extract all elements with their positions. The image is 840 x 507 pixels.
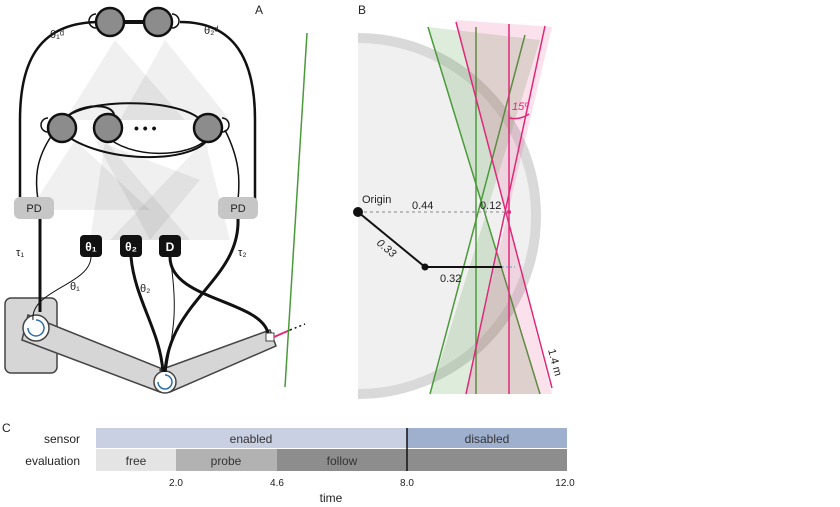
link-033: [357, 211, 426, 268]
sensor-boxes: θ₁ θ₂ D: [80, 235, 181, 257]
tick-4-6: 4.6: [270, 478, 284, 489]
theta2-desired-label: θ₂ᵈ: [204, 25, 219, 37]
tick-8-0: 8.0: [400, 478, 414, 489]
eval-after-bar: [407, 449, 567, 471]
tick-12-0: 12.0: [555, 478, 575, 489]
wire-left-inner: [35, 134, 53, 201]
arm-lower-link: [158, 329, 277, 393]
angle-arc: [508, 113, 530, 120]
panel-b-label: B: [358, 3, 366, 17]
tau2-label: τ₂: [238, 247, 247, 259]
pd-left-box: [14, 197, 54, 219]
neuron-chain-2: [92, 112, 124, 144]
sensor-theta1-label: θ₁: [85, 240, 96, 254]
sensor-enabled-bar: [96, 428, 407, 448]
eval-follow-label: follow: [327, 454, 358, 468]
eval-probe-label: probe: [211, 454, 242, 468]
wire-right-inner: [224, 129, 240, 201]
row-label-evaluation: evaluation: [25, 454, 80, 468]
sensor-theta1-box: [80, 235, 102, 257]
eval-follow-bar: [277, 449, 407, 471]
neuron-top-right: [142, 6, 174, 38]
neuron-ellipsis: • • •: [134, 120, 157, 136]
tick-2-0: 2.0: [169, 478, 183, 489]
panel-a: A θ₁ᵈ θ₂ᵈ: [4, 3, 308, 394]
pd-right-label: PD: [230, 203, 245, 215]
elbow-point: [421, 263, 429, 271]
connection-fans: [30, 40, 230, 240]
neuron-chain-1: [46, 112, 78, 144]
arm-theta2-label: θ₂: [140, 283, 150, 295]
panel-c-label: C: [2, 421, 11, 435]
sensor-disabled-bar: [407, 428, 567, 448]
tau1-label: τ₁: [16, 247, 24, 259]
distance-044: 0.44: [412, 200, 433, 212]
eval-free-label: free: [126, 454, 147, 468]
sensor-enabled-label: enabled: [230, 432, 273, 446]
sensor-theta2-label: θ₂: [125, 240, 137, 254]
neuron-chain-n: [192, 112, 224, 144]
neuron-top-left: [94, 6, 126, 38]
workspace-disc: [358, 38, 536, 394]
row-label-sensor: sensor: [44, 432, 80, 446]
time-axis-label: time: [320, 491, 343, 505]
end-effector: [265, 332, 275, 342]
origin-point: [353, 207, 363, 217]
panel-a-label: A: [255, 3, 263, 17]
sensor-disabled-label: disabled: [465, 432, 510, 446]
origin-label: Origin: [362, 194, 391, 206]
shoulder-joint: [22, 314, 50, 342]
angle-label: 15º: [512, 101, 529, 113]
eval-free-bar: [96, 449, 176, 471]
distance-032: 0.32: [440, 273, 461, 285]
robot-arm: [4, 297, 306, 394]
trajectory-line: [284, 32, 308, 388]
neuron-chain: • • •: [40, 102, 230, 159]
theta1-desired-label: θ₁ᵈ: [50, 29, 64, 41]
distance-012: 0.12: [480, 200, 501, 212]
pd-right-box: [218, 197, 258, 219]
eval-probe-bar: [176, 449, 277, 471]
sensor-theta2-box: [120, 235, 142, 257]
arm-theta1-label: θ₁: [70, 281, 80, 293]
sensor-d-box: [159, 235, 181, 257]
panel-b: B 15º Origin 0.44 0.12 0.33 0.32 1.4 m: [353, 3, 564, 399]
top-neurons: [88, 6, 180, 38]
workspace-rim: [357, 33, 541, 399]
sensor-d-label: D: [166, 240, 175, 254]
wire-right-outer: [179, 20, 257, 200]
wire-left-outer: [18, 20, 101, 200]
pd-left-label: PD: [26, 203, 41, 215]
panel-c: C sensor evaluation enabled disabled fre…: [2, 421, 575, 505]
